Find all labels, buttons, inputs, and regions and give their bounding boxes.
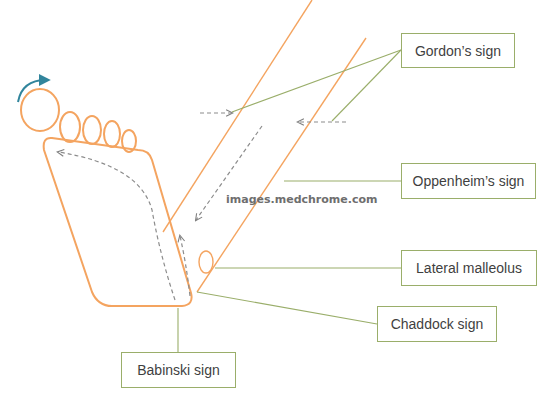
leg-line — [197, 38, 366, 292]
toe — [122, 130, 136, 152]
label-box: Gordon’s sign — [401, 33, 515, 68]
big-toe — [21, 89, 59, 131]
malleolus — [199, 251, 213, 273]
label-box: Oppenheim’s sign — [401, 163, 536, 199]
sign-label: Oppenheim’s sign — [413, 173, 525, 189]
label-box: Babinski sign — [121, 352, 236, 388]
toe — [104, 121, 120, 147]
toe — [60, 112, 80, 142]
label-box: Chaddock sign — [377, 306, 497, 342]
label-box: Lateral malleolus — [401, 250, 537, 286]
watermark: images.medchrome.com — [226, 193, 378, 206]
extension-arrow — [18, 80, 46, 102]
foot-outline — [44, 138, 192, 306]
leader-lines — [178, 50, 401, 352]
sign-label: Chaddock sign — [391, 316, 484, 332]
sign-label: Babinski sign — [137, 362, 220, 378]
sign-label: Gordon’s sign — [415, 43, 501, 59]
stimulus-arrows — [58, 113, 346, 300]
sign-label: Lateral malleolus — [416, 260, 522, 276]
toe — [83, 116, 101, 144]
